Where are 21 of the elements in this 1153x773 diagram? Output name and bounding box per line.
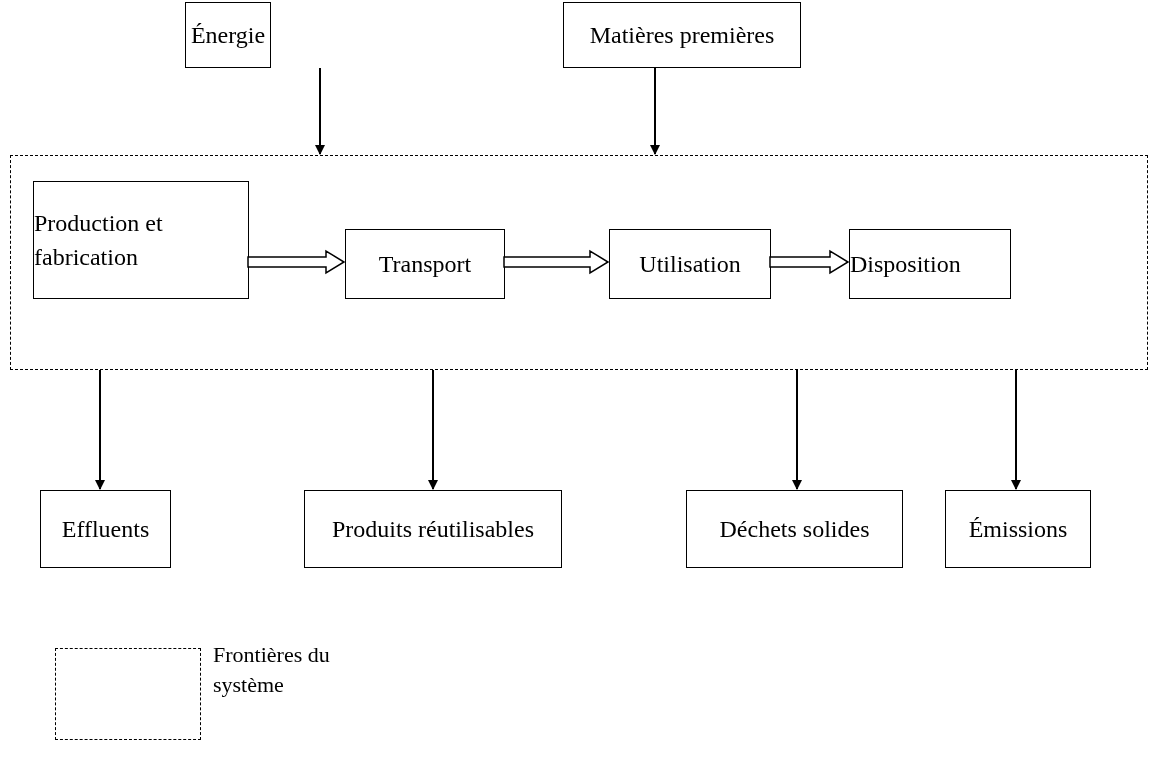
arrow — [428, 369, 438, 490]
arrow — [1011, 369, 1021, 490]
legend-text: Frontières du système — [213, 641, 331, 699]
hollow-arrow — [503, 249, 610, 275]
arrow — [95, 369, 105, 490]
process-box: Énergie — [185, 2, 271, 68]
arrow — [315, 67, 325, 155]
process-box: Transport — [345, 229, 505, 299]
process-box: Émissions — [945, 490, 1091, 568]
hollow-arrow — [247, 249, 346, 275]
arrow — [650, 67, 660, 155]
process-box: Matières premières — [563, 2, 801, 68]
process-box: Production et fabrication — [33, 181, 249, 299]
process-box: Déchets solides — [686, 490, 903, 568]
hollow-arrow — [769, 249, 850, 275]
process-box: Effluents — [40, 490, 171, 568]
process-box: Utilisation — [609, 229, 771, 299]
process-box: Produits réutilisables — [304, 490, 562, 568]
process-box: Disposition — [849, 229, 1011, 299]
system-boundary — [10, 155, 1148, 370]
arrow — [792, 369, 802, 490]
